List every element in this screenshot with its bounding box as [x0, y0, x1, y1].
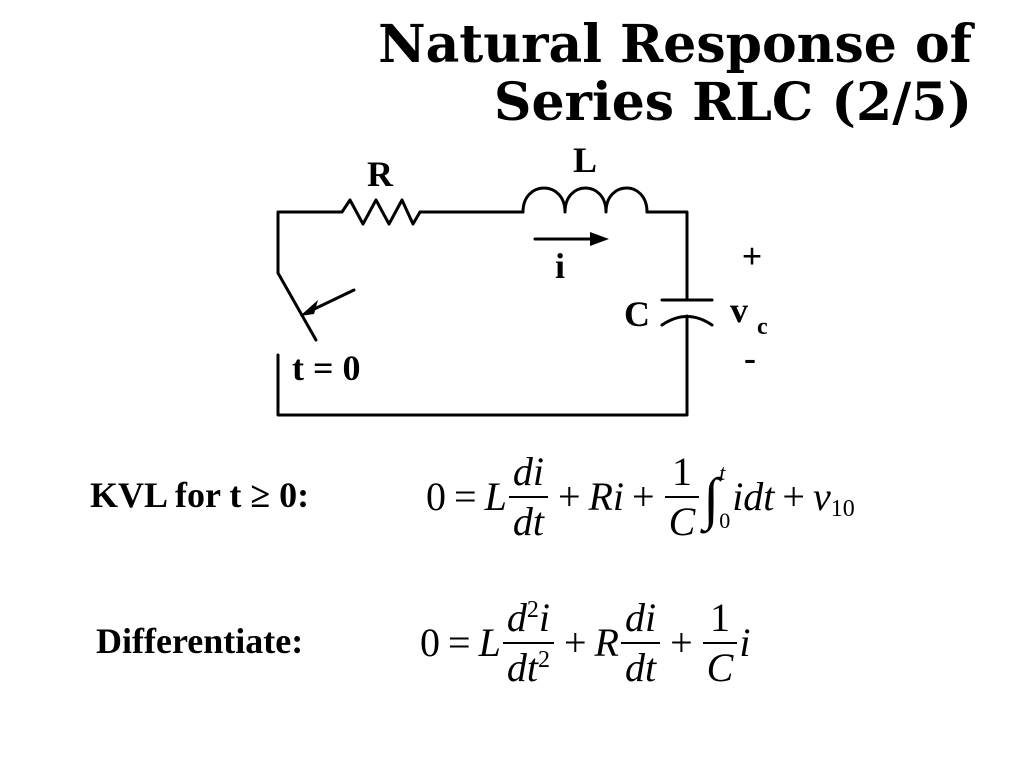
kvl-lhs: 0	[426, 474, 446, 519]
diff-i: i	[538, 595, 550, 640]
resistor-symbol	[340, 198, 422, 226]
inductor-label: L	[573, 140, 597, 180]
capacitor-label: C	[624, 294, 650, 334]
slide-title: Natural Response of Series RLC (2/5)	[378, 16, 972, 132]
kvl-dt: dt	[508, 496, 548, 542]
diff-di-dt-fraction: di dt	[620, 595, 661, 688]
differentiated-equation: 0 = L d2i dt2 + R di dt + 1 C i	[420, 598, 750, 688]
differentiate-label: Differentiate:	[96, 621, 304, 661]
switch-blade	[276, 271, 318, 342]
diff-equals: =	[448, 620, 471, 665]
diff-numerator-exponent: 2	[526, 597, 539, 623]
resistor-label: R	[367, 154, 394, 194]
kvl-di-dt-fraction: di dt	[508, 449, 548, 542]
wire-top-left	[276, 210, 344, 275]
inductor-symbol	[521, 186, 649, 214]
kvl-capacitance: C	[664, 496, 700, 542]
diff-lhs: 0	[420, 620, 440, 665]
voltage-minus-sign: -	[744, 338, 756, 378]
kvl-plus-1: +	[557, 474, 581, 519]
wire-bottom	[276, 314, 689, 417]
diff-numerator: d2i	[503, 598, 554, 642]
diff-plus-2: +	[670, 620, 693, 665]
kvl-integral-sign: ∫	[703, 466, 720, 531]
kvl-one: 1	[671, 449, 692, 494]
switch-label: t = 0	[292, 348, 361, 388]
rlc-circuit-diagram: R L i C + v c - t = 0	[276, 140, 768, 417]
wire-top-right	[645, 210, 689, 302]
current-arrow-head	[590, 232, 609, 246]
current-label: i	[555, 246, 565, 286]
kvl-lower-limit: 0	[719, 508, 731, 533]
diff-denominator-exponent: 2	[537, 647, 550, 673]
diff-second-derivative-fraction: d2i dt2	[502, 598, 554, 690]
diff-d: d	[506, 595, 527, 640]
kvl-integral-limits: t 0	[719, 462, 730, 532]
kvl-upper-limit: t	[719, 460, 726, 485]
kvl-equation: 0 = L di dt + Ri + 1 C ∫ t 0 idt + v 10	[426, 452, 855, 542]
kvl-plus-2: +	[632, 474, 655, 519]
title-line-1: Natural Response of	[378, 14, 972, 75]
diff-plus-1: +	[563, 620, 587, 665]
diff-di: di	[624, 595, 657, 640]
diff-resistance: R	[594, 620, 619, 665]
diff-dt: dt	[620, 642, 661, 688]
kvl-one-over-c-fraction: 1 C	[664, 449, 700, 542]
kvl-initial-voltage-subscript: 10	[830, 496, 855, 522]
kvl-idt: idt	[732, 474, 775, 519]
switch-arrow-head	[300, 300, 318, 316]
diff-inductance: L	[478, 620, 501, 665]
diff-dt-squared: dt	[506, 645, 538, 690]
title-line-2: Series RLC (2/5)	[493, 72, 972, 133]
diff-one: 1	[709, 595, 730, 640]
voltage-label-subscript: c	[757, 314, 768, 340]
diff-current: i	[739, 620, 751, 665]
kvl-ri-term: Ri	[588, 474, 625, 519]
switch-arrow-shaft	[306, 288, 356, 314]
diff-denominator: dt2	[502, 642, 554, 690]
voltage-label-main: v	[730, 290, 748, 330]
kvl-label: KVL for t ≥ 0:	[90, 475, 310, 515]
voltage-plus-sign: +	[742, 236, 763, 276]
kvl-equals: =	[454, 474, 477, 519]
kvl-plus-3: +	[782, 474, 805, 519]
diff-capacitance: C	[702, 642, 738, 688]
kvl-inductance: L	[484, 474, 507, 519]
kvl-initial-voltage: v	[812, 474, 831, 519]
kvl-di: di	[512, 449, 544, 494]
diff-one-over-c-fraction: 1 C	[702, 595, 738, 688]
voltage-label: v c	[730, 290, 768, 340]
